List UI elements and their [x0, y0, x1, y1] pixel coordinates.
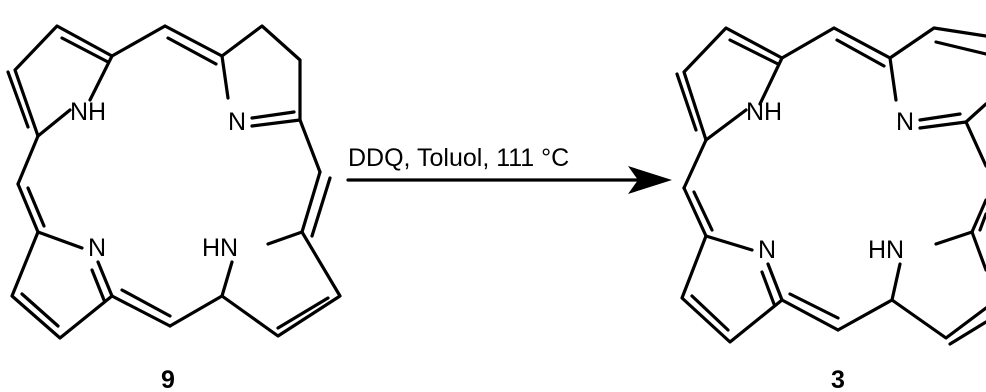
hn-atom-label: HN [868, 236, 904, 264]
meso-bridge-bottom [110, 288, 224, 328]
hn-atom-label: HN [202, 234, 238, 262]
meso-bridge-bottom [780, 292, 894, 332]
reaction-arrow: DDQ, Toluol, 111 °C [346, 144, 672, 194]
compound-label-reactant: 9 [161, 366, 175, 392]
meso-bridge-top [163, 24, 224, 66]
pyrrole-ring-top-right [888, 26, 986, 168]
pyrrole-ring-top-left [6, 24, 167, 138]
reactant-molecule: NH N N HN 9 [6, 24, 342, 392]
product-molecule: NH N N HN 3 [675, 26, 986, 392]
meso-bridge-right [300, 170, 332, 238]
meso-bridge-right [970, 198, 986, 234]
nh-atom-label: NH [746, 98, 782, 126]
pyrrole-ring-top-left [675, 26, 836, 142]
meso-bridge-left [682, 138, 714, 238]
n-atom-label: N [228, 108, 246, 136]
pyrrole-ring-bottom-right [890, 230, 986, 346]
n-atom-label: N [758, 236, 776, 264]
n-atom-label: N [88, 234, 106, 262]
pyrroline-ring-top-right [220, 24, 322, 174]
pyrrole-ring-bottom-right [220, 230, 342, 338]
n-atom-label: N [896, 108, 914, 136]
reaction-conditions: DDQ, Toluol, 111 °C [348, 144, 569, 172]
meso-bridge-top [832, 26, 892, 68]
nh-atom-label: NH [70, 98, 106, 126]
meso-bridge-left [16, 134, 46, 234]
arrow-head-icon [628, 166, 672, 194]
pyrrole-ring-bottom-left [10, 230, 114, 340]
pyrrole-ring-bottom-left [680, 234, 784, 344]
compound-label-product: 3 [831, 366, 845, 392]
